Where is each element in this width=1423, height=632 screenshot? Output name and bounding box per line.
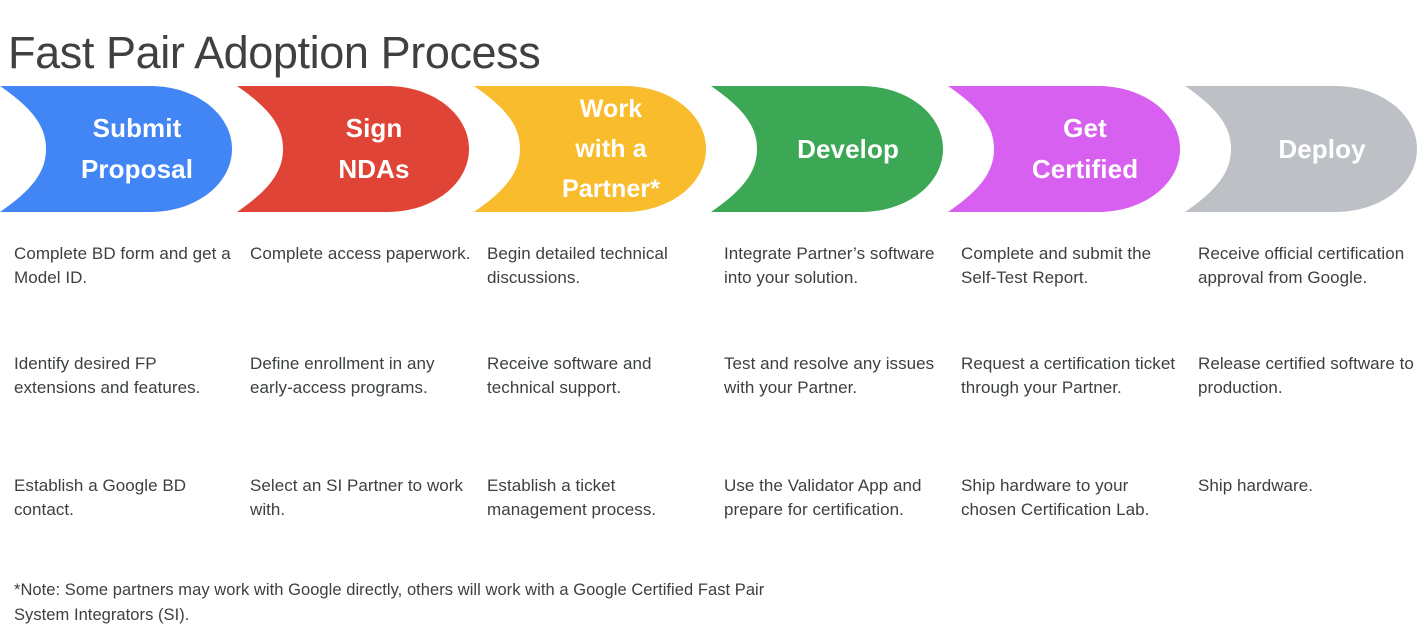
- detail-item: Receive software and technical support.: [487, 354, 652, 397]
- chevron-shape-icon: [0, 86, 232, 212]
- chevron-path-1: [0, 86, 232, 212]
- process-step-6-label: Deploy: [1278, 133, 1366, 164]
- detail-item: Identify desired FP extensions and featu…: [14, 354, 201, 397]
- detail-item: Establish a ticket management process.: [487, 476, 657, 519]
- page-title: Fast Pair Adoption Process: [8, 27, 541, 79]
- detail-item: Release certified software to production…: [1198, 354, 1414, 397]
- process-details-grid: Complete BD form and get a Model ID. Ide…: [14, 242, 1423, 552]
- detail-item: Request a certification ticket through y…: [961, 354, 1176, 397]
- chevron-path-5: [948, 86, 1180, 212]
- chevron-shape-icon: [1185, 86, 1417, 212]
- detail-item: Select an SI Partner to work with.: [250, 476, 464, 519]
- detail-item: Integrate Partner’s software into your s…: [724, 244, 935, 287]
- detail-item: Ship hardware.: [1198, 476, 1314, 495]
- process-step-3-label: Work with a Partner*: [561, 95, 661, 203]
- detail-item: Ship hardware to your chosen Certificati…: [961, 476, 1150, 519]
- process-step-4[interactable]: Develop: [711, 86, 943, 212]
- process-chevron-band: Submit Proposal Sign NDAs Work with a Pa…: [0, 86, 1423, 214]
- detail-item: Complete and submit the Self-Test Report…: [961, 244, 1152, 287]
- chevron-shape-icon: [711, 86, 943, 212]
- process-step-5[interactable]: Get Certified: [948, 86, 1180, 212]
- process-step-3[interactable]: Work with a Partner*: [474, 86, 706, 212]
- process-step-1[interactable]: Submit Proposal: [0, 86, 232, 212]
- footnote-text: *Note: Some partners may work with Googl…: [14, 581, 765, 624]
- chevron-path-2: [237, 86, 469, 212]
- detail-item: Use the Validator App and prepare for ce…: [724, 476, 922, 519]
- chevron-path-3: [474, 86, 706, 212]
- detail-item: Complete BD form and get a Model ID.: [14, 244, 231, 287]
- chevron-path-6: [1185, 86, 1417, 212]
- chevron-path-4: [711, 86, 943, 212]
- detail-item: Define enrollment in any early-access pr…: [250, 354, 435, 397]
- chevron-shape-icon: [474, 86, 706, 212]
- process-step-4-label: Develop: [797, 133, 899, 164]
- process-step-1-label: Submit Proposal: [80, 113, 194, 184]
- process-step-2-label: Sign NDAs: [338, 113, 410, 184]
- process-step-2[interactable]: Sign NDAs: [237, 86, 469, 212]
- detail-item: Begin detailed technical discussions.: [487, 244, 668, 287]
- chevron-shape-icon: [948, 86, 1180, 212]
- process-step-5-label: Get Certified: [1031, 113, 1139, 184]
- detail-item: Test and resolve any issues with your Pa…: [724, 354, 935, 397]
- process-step-6[interactable]: Deploy: [1185, 86, 1417, 212]
- detail-item: Complete access paperwork.: [250, 244, 471, 263]
- detail-item: Receive official certification approval …: [1198, 244, 1405, 287]
- chevron-shape-icon: [237, 86, 469, 212]
- detail-item: Establish a Google BD contact.: [14, 476, 187, 519]
